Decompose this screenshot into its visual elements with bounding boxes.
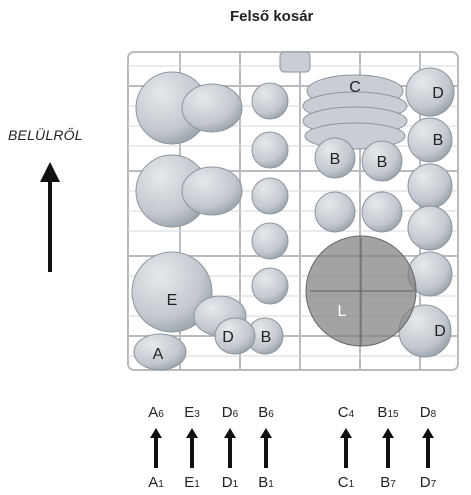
page-title: Felső kosár <box>230 8 314 25</box>
up-arrow-icon <box>150 428 162 468</box>
letter-b-bottom: B <box>261 329 272 346</box>
letter-d-bottom: D <box>222 329 234 346</box>
top-label-2: E3 <box>184 404 200 421</box>
bottom-label-6: B7 <box>380 474 396 491</box>
bottom-label-1: A1 <box>148 474 164 491</box>
letter-d-top: D <box>432 85 444 102</box>
side-label: BELÜLRŐL <box>8 127 83 143</box>
up-arrow-icon <box>422 428 434 468</box>
bottom-label-3: D1 <box>221 474 239 491</box>
up-arrow-icon <box>186 428 198 468</box>
top-label-1: A6 <box>148 404 164 421</box>
top-label-3: D6 <box>221 404 239 421</box>
letter-c: C <box>349 79 361 96</box>
letter-b-mid2: B <box>377 154 388 171</box>
up-arrow-icon <box>260 428 272 468</box>
up-arrow-icon <box>40 162 60 272</box>
letter-d-right: D <box>434 323 446 340</box>
dishwasher-basket-diagram: C D B B B E A D B D L <box>127 51 459 371</box>
letter-l: L <box>338 303 347 320</box>
up-arrow-icon <box>382 428 394 468</box>
up-arrows-row <box>150 428 434 468</box>
top-label-5: C4 <box>337 404 355 421</box>
up-arrow-icon <box>224 428 236 468</box>
letter-b-right: B <box>433 132 444 149</box>
top-label-6: B15 <box>377 404 399 421</box>
letter-e: E <box>167 292 178 309</box>
letter-a: A <box>153 346 164 363</box>
letter-b-mid1: B <box>330 151 341 168</box>
top-label-4: B6 <box>258 404 274 421</box>
top-label-7: D8 <box>419 404 437 421</box>
bottom-label-7: D7 <box>419 474 437 491</box>
bottom-label-4: B1 <box>258 474 274 491</box>
bottom-label-5: C1 <box>337 474 355 491</box>
bottom-label-2: E1 <box>184 474 200 491</box>
up-arrow-icon <box>340 428 352 468</box>
